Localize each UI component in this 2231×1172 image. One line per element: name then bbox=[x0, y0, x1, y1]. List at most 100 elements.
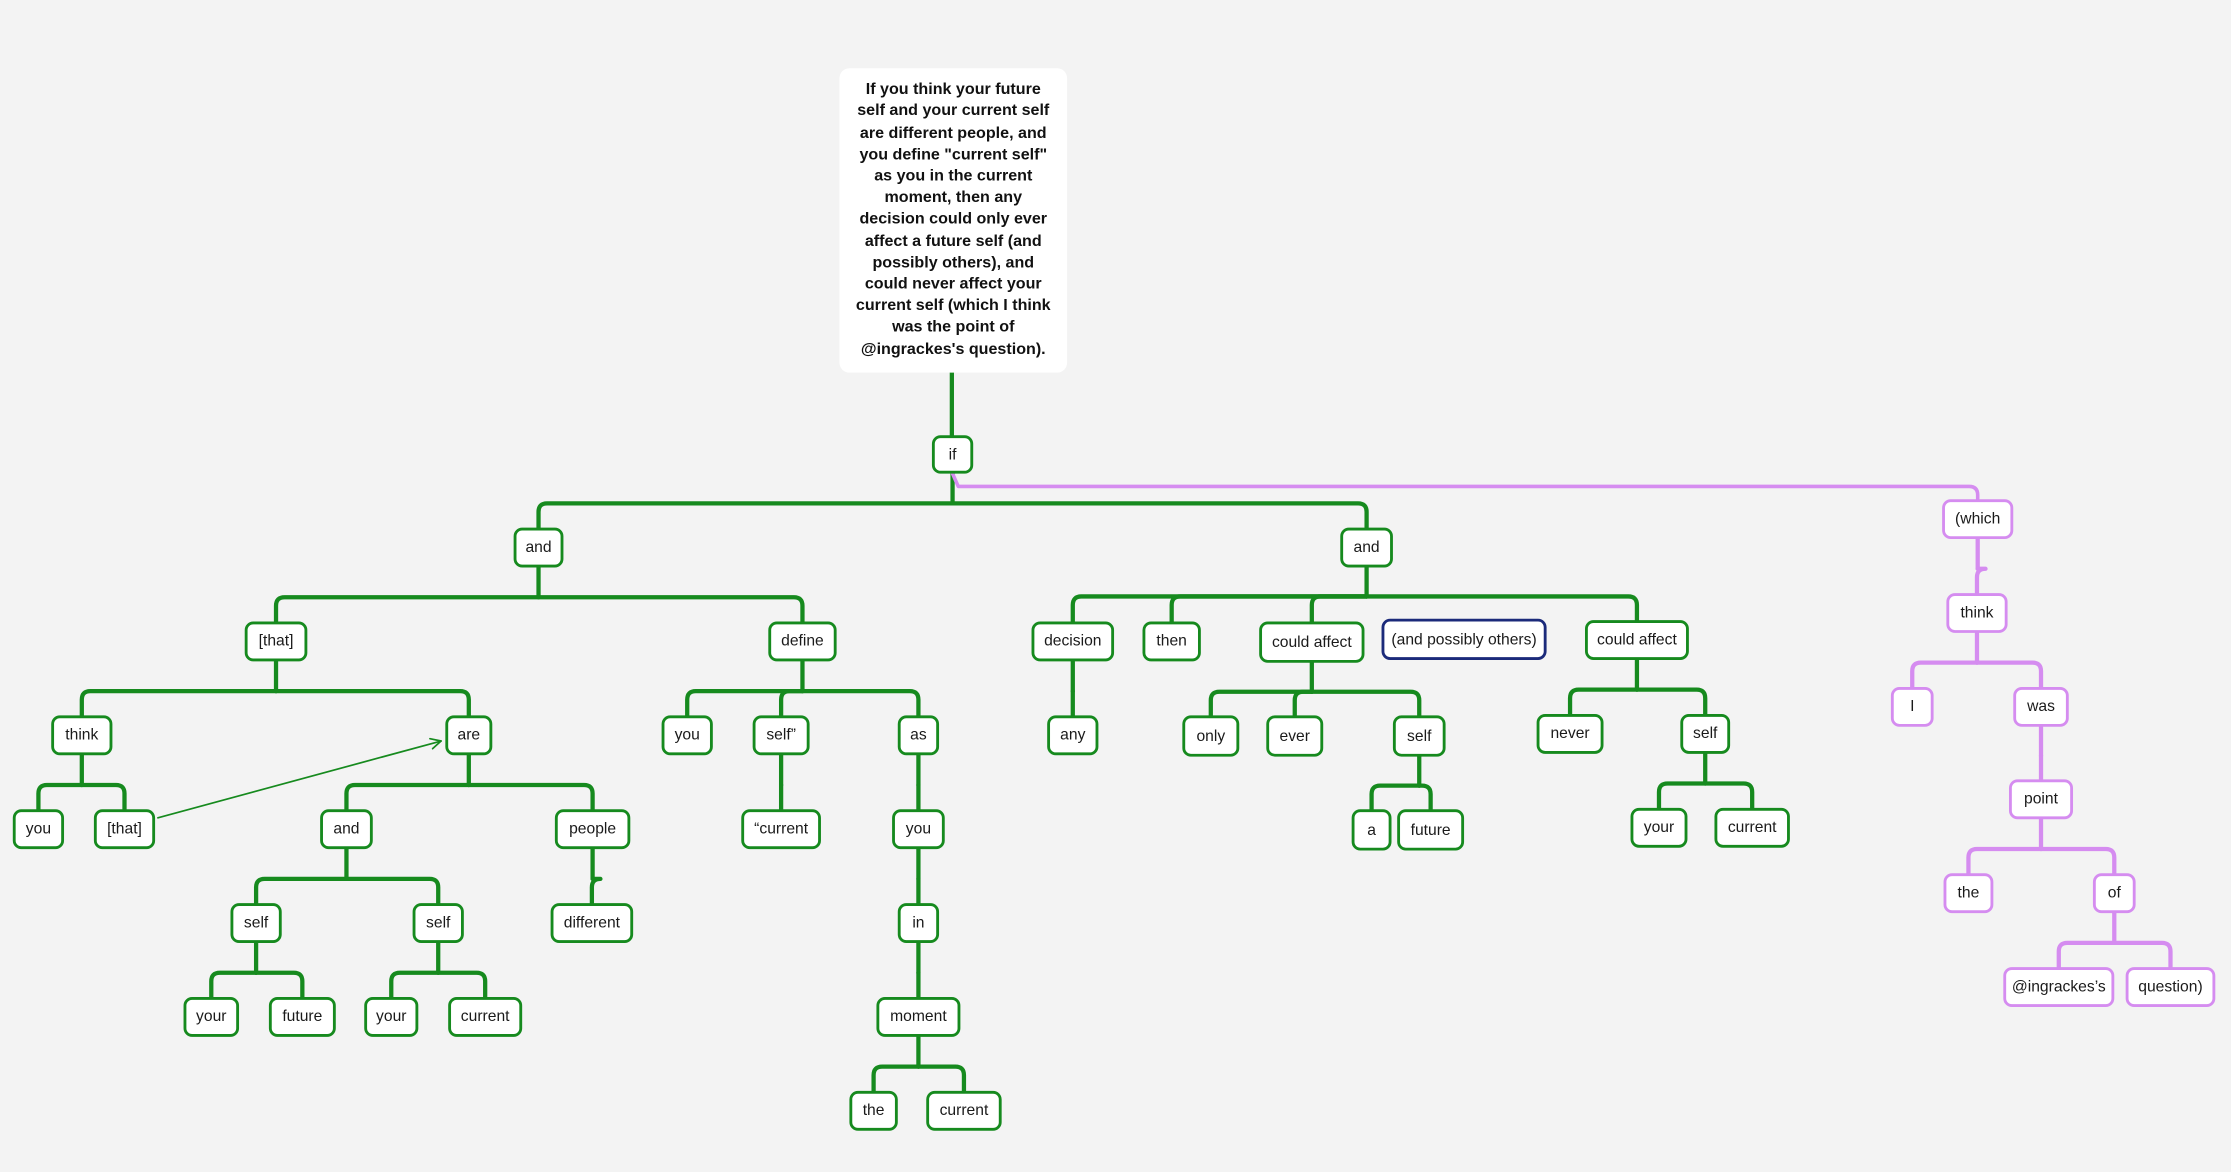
node-and-inner[interactable]: and bbox=[320, 809, 373, 850]
edge-branch bbox=[1309, 689, 1422, 718]
edge-branch bbox=[1634, 687, 1708, 717]
edge-branch bbox=[2056, 940, 2117, 970]
node-future[interactable]: future bbox=[268, 997, 336, 1037]
edge-branch bbox=[950, 501, 1369, 530]
node-and-possibly-others[interactable]: (and possibly others) bbox=[1381, 618, 1547, 660]
node-current[interactable]: current bbox=[926, 1090, 1002, 1131]
edge-branch bbox=[36, 782, 84, 812]
source-sentence-card[interactable]: If you think your future self and your c… bbox=[839, 68, 1068, 373]
node-you[interactable]: you bbox=[12, 809, 65, 850]
edge-branch bbox=[79, 688, 279, 718]
node-moment[interactable]: moment bbox=[876, 997, 961, 1037]
node-self-future[interactable]: self bbox=[1392, 715, 1446, 757]
edge-branch bbox=[916, 1064, 967, 1094]
node-in[interactable]: in bbox=[897, 903, 940, 943]
edge-branch bbox=[1070, 594, 1369, 624]
node-different[interactable]: different bbox=[550, 903, 634, 943]
node-ever[interactable]: ever bbox=[1266, 715, 1324, 757]
node-could-affect-never[interactable]: could affect bbox=[1584, 620, 1689, 660]
edge-branch bbox=[1364, 594, 1640, 623]
node-which[interactable]: (which bbox=[1942, 499, 2014, 540]
node-question[interactable]: question) bbox=[2125, 967, 2216, 1007]
node-you[interactable]: you bbox=[661, 715, 713, 756]
node-i[interactable]: I bbox=[1890, 686, 1934, 727]
edge-branch bbox=[1169, 594, 1369, 624]
node-current[interactable]: current bbox=[1714, 807, 1790, 848]
node-are[interactable]: are bbox=[445, 715, 493, 756]
edge-branch bbox=[253, 876, 349, 906]
node-as[interactable]: as bbox=[897, 715, 940, 756]
edge-branch bbox=[871, 1064, 921, 1094]
edge-branch bbox=[2112, 940, 2173, 970]
edge-branch bbox=[1567, 687, 1640, 717]
edge-branch bbox=[536, 595, 805, 624]
edge-parenthetical bbox=[950, 471, 1980, 502]
node-point[interactable]: point bbox=[2008, 779, 2074, 820]
edge-branch bbox=[1208, 689, 1314, 718]
node-of[interactable]: of bbox=[2092, 873, 2136, 914]
edge-branch bbox=[273, 595, 541, 624]
node-the[interactable]: the bbox=[849, 1090, 898, 1131]
node-never[interactable]: never bbox=[1536, 713, 1604, 754]
edge-branch bbox=[344, 876, 441, 906]
edge-branch bbox=[1974, 660, 2044, 690]
node-that-reference[interactable]: [that] bbox=[93, 809, 156, 850]
edge-branch bbox=[1369, 783, 1422, 812]
node-could-affect-only[interactable]: could affect bbox=[1259, 621, 1365, 663]
edge-branch bbox=[589, 876, 603, 906]
node-you[interactable]: you bbox=[892, 809, 945, 850]
node-ingrackes[interactable]: @ingrackes’s bbox=[2003, 967, 2115, 1007]
coreference-arrowhead bbox=[429, 737, 442, 750]
node-think[interactable]: think bbox=[51, 715, 113, 756]
node-self-quote[interactable]: self” bbox=[752, 715, 810, 756]
edge-branch bbox=[273, 688, 471, 718]
node-a[interactable]: a bbox=[1351, 809, 1392, 851]
node-future[interactable]: future bbox=[1397, 809, 1465, 851]
node-then[interactable]: then bbox=[1142, 621, 1201, 662]
node-decision[interactable]: decision bbox=[1031, 621, 1115, 662]
node-and-left[interactable]: and bbox=[513, 527, 564, 568]
edge-branch bbox=[778, 688, 805, 718]
edge-branch bbox=[253, 970, 305, 1000]
node-was[interactable]: was bbox=[2013, 686, 2069, 727]
edge-branch bbox=[1910, 660, 1980, 690]
edge-branch bbox=[389, 970, 441, 1000]
edge-branch bbox=[1417, 783, 1433, 812]
node-and-right[interactable]: and bbox=[1340, 527, 1393, 568]
edge-branch bbox=[1703, 781, 1755, 810]
node-your[interactable]: your bbox=[1630, 807, 1688, 848]
node-think[interactable]: think bbox=[1946, 593, 2008, 633]
node-define[interactable]: define bbox=[768, 621, 837, 662]
node-if[interactable]: if bbox=[931, 435, 974, 474]
edge-branch bbox=[79, 782, 127, 812]
edge-branch bbox=[1309, 594, 1369, 624]
edge-branch bbox=[209, 970, 259, 1000]
node-the[interactable]: the bbox=[1943, 873, 1994, 914]
edge-branch bbox=[466, 782, 595, 812]
node-current[interactable]: current bbox=[448, 997, 523, 1037]
edge-branch bbox=[1966, 846, 2044, 876]
edge-branch bbox=[800, 688, 921, 718]
node-your[interactable]: your bbox=[183, 997, 240, 1037]
edge-branch bbox=[344, 782, 471, 812]
edge-branch bbox=[2038, 846, 2117, 876]
node-people[interactable]: people bbox=[554, 809, 631, 850]
node-your[interactable]: your bbox=[364, 997, 419, 1037]
node-that[interactable]: [that] bbox=[244, 621, 308, 662]
edge-branch bbox=[685, 688, 805, 718]
edge-branch bbox=[1974, 566, 1988, 596]
node-only[interactable]: only bbox=[1182, 715, 1240, 757]
coreference-arrow bbox=[157, 740, 442, 819]
node-self-future[interactable]: self bbox=[230, 903, 282, 943]
edge-branch bbox=[436, 970, 488, 1000]
edge-branch bbox=[1292, 689, 1314, 718]
edge-branch bbox=[1656, 781, 1708, 810]
source-sentence-text: If you think your future self and your c… bbox=[855, 81, 1051, 358]
edge-branch bbox=[536, 501, 955, 530]
node-any[interactable]: any bbox=[1047, 715, 1099, 756]
node-current-quote[interactable]: “current bbox=[741, 809, 821, 850]
node-self-current[interactable]: self bbox=[412, 903, 464, 943]
node-self-current[interactable]: self bbox=[1680, 713, 1731, 754]
